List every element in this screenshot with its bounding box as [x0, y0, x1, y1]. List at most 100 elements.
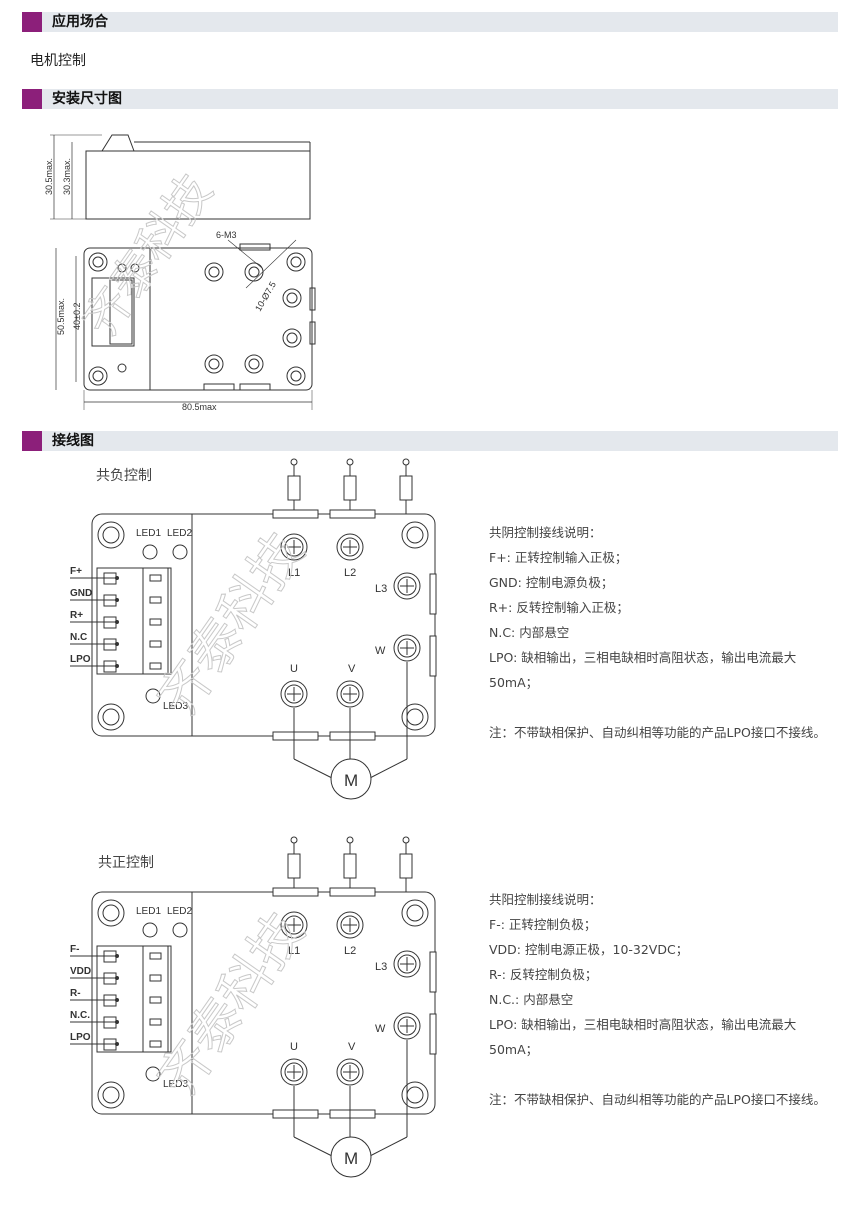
mounting-hole-outer — [401, 703, 429, 731]
side-view: 30.5max. 30.3max. 6-M3 10-Ø7.5 50.5max. … — [44, 134, 316, 412]
section-header-dimensions: 安装尺寸图 — [22, 89, 838, 109]
terminal-screw-inner — [284, 537, 304, 557]
led2-indicator — [172, 544, 188, 560]
connector-slot — [149, 1040, 162, 1048]
note-line: F-: 正转控制负极； — [489, 917, 597, 932]
terminal-label: U — [290, 663, 298, 675]
terminal-label: L2 — [344, 567, 356, 579]
terminal-screw-inner — [340, 915, 360, 935]
pin-label: F+ — [70, 566, 82, 577]
connector-slot-strip — [142, 567, 169, 675]
terminal-screw-outer — [336, 1058, 364, 1086]
pin-label: VDD — [70, 966, 91, 977]
connector-slot — [149, 662, 162, 670]
terminal-screw-outer — [393, 1012, 421, 1040]
terminal-screw-outer — [280, 1058, 308, 1086]
pin-label: F- — [70, 944, 79, 955]
terminal-label: W — [375, 1023, 386, 1035]
terminal-screw-outer — [336, 680, 364, 708]
terminal-label: L3 — [375, 583, 387, 595]
led1-indicator — [142, 544, 158, 560]
pin-label: R- — [70, 988, 81, 999]
note-line: N.C.: 内部悬空 — [489, 992, 574, 1007]
note-line: GND: 控制电源负极； — [489, 575, 614, 590]
mounting-hole-outer — [401, 899, 429, 927]
application-text: 电机控制 — [30, 53, 86, 69]
pin-label: GND — [70, 588, 92, 599]
fuse — [343, 853, 357, 879]
terminal-screw-outer — [393, 950, 421, 978]
connector-slot — [149, 618, 162, 626]
section-title: 应用场合 — [52, 14, 108, 30]
mounting-hole-outer — [401, 1081, 429, 1109]
note-line: LPO: 缺相输出，三相电缺相时高阻状态，输出电流最大 — [489, 650, 797, 665]
terminal-label: V — [348, 663, 356, 675]
note-line: R+: 反转控制输入正极； — [489, 600, 629, 615]
terminal-label: V — [348, 1041, 356, 1053]
dim-h2: 30.3max. — [62, 158, 72, 195]
supply-terminal — [346, 836, 354, 844]
led3-indicator — [145, 1066, 161, 1082]
terminal-label: L1 — [288, 567, 300, 579]
terminal-tab — [329, 731, 376, 741]
connector-slot — [149, 952, 162, 960]
relay-body — [91, 891, 436, 1115]
led1-label: LED1 — [136, 528, 161, 539]
led1-label: LED1 — [136, 906, 161, 917]
terminal-screw-outer — [336, 533, 364, 561]
motor-wire — [367, 758, 408, 780]
led2-label: LED2 — [167, 528, 192, 539]
connector-slot — [149, 596, 162, 604]
dim-v1: 50.5max. — [56, 298, 66, 335]
mounting-hole-outer — [97, 703, 125, 731]
led2-label: LED2 — [167, 906, 192, 917]
terminal-tab — [329, 1109, 376, 1119]
terminal-label: L2 — [344, 945, 356, 957]
pin-label: LPO — [70, 654, 91, 665]
led3-label: LED3 — [163, 701, 188, 712]
note-line: 50mA； — [489, 675, 539, 690]
led1-indicator — [142, 922, 158, 938]
mounting-hole-inner — [102, 904, 120, 922]
terminal-tab — [429, 1013, 437, 1055]
terminal-label: W — [375, 645, 386, 657]
note-line: 注：不带缺相保护、自动纠相等功能的产品LPO接口不接线。 — [489, 725, 826, 740]
mounting-hole-inner — [102, 1086, 120, 1104]
terminal-screw-inner — [284, 684, 304, 704]
diagram2-notes: 共阳控制接线说明： F-: 正转控制负极； VDD: 控制电源正极，10-32V… — [489, 887, 826, 1112]
motor-wire — [367, 1136, 408, 1158]
diagram2-title: 共正控制 — [98, 855, 154, 871]
pin-label: N.C. — [70, 1010, 90, 1021]
mounting-hole-inner — [406, 526, 424, 544]
diagram1-title: 共负控制 — [96, 468, 152, 484]
connector-slot — [149, 574, 162, 582]
terminal-screw-inner — [340, 1062, 360, 1082]
motor-wire — [293, 1136, 335, 1158]
terminal-screw-outer — [280, 680, 308, 708]
led2-indicator — [172, 922, 188, 938]
top-view: 6-M3 10-Ø7.5 50.5max. 40±0.2 80.5max — [55, 230, 316, 412]
note-line: F+: 正转控制输入正极； — [489, 550, 628, 565]
motor-wire — [293, 758, 335, 780]
terminal-screw-outer — [336, 911, 364, 939]
terminal-label: L1 — [288, 945, 300, 957]
terminal-tab — [272, 509, 319, 519]
terminal-tab — [272, 1109, 319, 1119]
note-line: LPO: 缺相输出，三相电缺相时高阻状态，输出电流最大 — [489, 1017, 797, 1032]
terminal-screw-inner — [340, 537, 360, 557]
diagram1-notes: 共阴控制接线说明： F+: 正转控制输入正极； GND: 控制电源负极； R+:… — [489, 520, 826, 745]
section-marker — [22, 12, 42, 32]
terminal-screw-inner — [397, 638, 417, 658]
section-title: 接线图 — [52, 433, 94, 449]
terminal-label: L3 — [375, 961, 387, 973]
fuse — [399, 853, 413, 879]
terminal-screw-inner — [397, 1016, 417, 1036]
terminal-screw-inner — [284, 1062, 304, 1082]
connector-slot — [149, 996, 162, 1004]
connector-slot — [149, 1018, 162, 1026]
pin-label: N.C — [70, 632, 87, 643]
note-line: 共阴控制接线说明： — [489, 525, 602, 540]
